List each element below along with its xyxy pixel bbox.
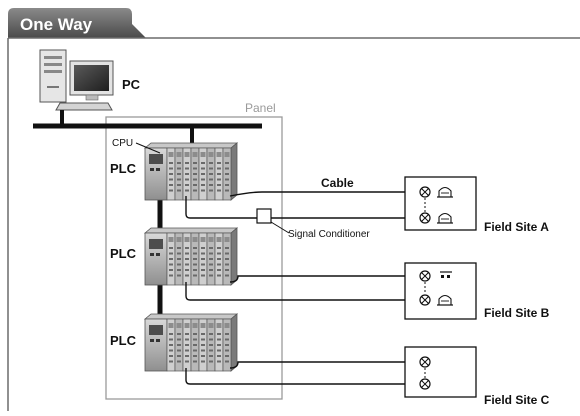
field-site-a-box: [404, 176, 477, 231]
motor-icon: [437, 294, 453, 306]
plc-label-2: PLC: [110, 246, 137, 261]
motor-icon: [437, 212, 453, 224]
plc-rack-1: [143, 142, 239, 201]
panel-box: [105, 116, 283, 400]
signal-conditioner-pointer: [270, 221, 290, 234]
field-site-c-box: [404, 346, 477, 398]
lamp-icon: [419, 270, 431, 282]
field-site-b-box: [404, 262, 477, 320]
plc-label-3: PLC: [110, 333, 137, 348]
lamp-icon: [419, 294, 431, 306]
cable-group-b: [185, 275, 425, 301]
buzzer-icon: [440, 271, 452, 278]
signal-conditioner-label: Signal Conditioner: [288, 229, 370, 240]
cpu-pointer-line: [135, 142, 161, 154]
motor-icon: [437, 186, 453, 198]
lamp-icon: [419, 212, 431, 224]
plc-rack-3: [143, 313, 239, 372]
lamp-icon: [419, 356, 431, 368]
lamp-icon: [419, 378, 431, 390]
outer-frame: [7, 37, 580, 411]
pc-label: PC: [122, 77, 141, 92]
field-site-c-label: Field Site C: [484, 393, 550, 407]
plc-label-1: PLC: [110, 161, 137, 176]
header-tab: One Way: [8, 8, 146, 38]
panel-label: Panel: [245, 101, 276, 115]
cable-group-c: [185, 361, 425, 385]
cpu-label: CPU: [112, 138, 133, 149]
pc-computer-icon: [39, 49, 114, 124]
field-site-a-label: Field Site A: [484, 220, 549, 234]
lamp-icon: [419, 186, 431, 198]
signal-conditioner-box: [256, 208, 272, 224]
field-site-b-label: Field Site B: [484, 306, 550, 320]
cable-label: Cable: [321, 176, 354, 190]
cable-group-a: [185, 191, 425, 219]
tab-title: One Way: [20, 15, 93, 34]
plc-rack-2: [143, 227, 239, 286]
